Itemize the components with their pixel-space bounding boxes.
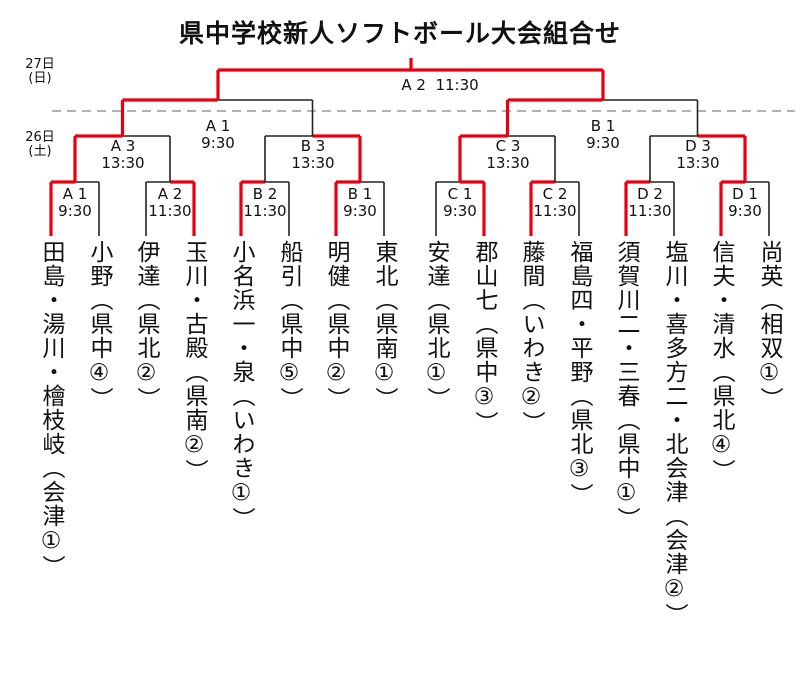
semifinal-court: B 1 [590, 117, 616, 135]
first-round-time: 9:30 [443, 202, 477, 220]
team-1: 田島・湯川・檜枝岐（会津①） [38, 240, 64, 579]
quarterfinal-label-3: C 3 13:30 [473, 138, 543, 172]
first-round-label-7: D 2 11:30 [615, 186, 685, 220]
first-round-time: 11:30 [628, 202, 672, 220]
first-round-time: 9:30 [343, 202, 377, 220]
final-time: 11:30 [435, 76, 479, 94]
team-16: 尚英（相双①） [756, 240, 782, 411]
first-round-court: A 2 [157, 185, 183, 203]
first-round-label-3: B 2 11:30 [230, 186, 300, 220]
team-8: 東北（県南①） [371, 240, 397, 411]
team-9: 安達（県北①） [423, 240, 449, 411]
team-2: 小野（県中④） [86, 240, 112, 411]
quarterfinal-court: D 3 [685, 137, 711, 155]
team-11: 藤間（いわき②） [518, 240, 544, 435]
day-label-26: 26日 (土) [18, 131, 62, 159]
first-round-time: 11:30 [243, 202, 287, 220]
team-7: 明健（県中②） [323, 240, 349, 411]
day-label-27: 27日 (日) [18, 58, 62, 86]
semifinal-time: 9:30 [586, 134, 620, 152]
first-round-court: B 2 [252, 185, 278, 203]
quarterfinal-time: 13:30 [676, 154, 720, 172]
team-5: 小名浜一・泉（いわき①） [228, 240, 254, 531]
team-3: 伊達（県北②） [133, 240, 159, 411]
quarterfinal-court: C 3 [495, 137, 521, 155]
semifinal-label-2: B 1 9:30 [568, 118, 638, 152]
team-6: 船引（県中⑤） [276, 240, 302, 411]
first-round-label-1: A 1 9:30 [40, 186, 110, 220]
quarterfinal-time: 13:30 [291, 154, 335, 172]
team-13: 須賀川二・三春（県中①） [613, 240, 639, 531]
first-round-court: B 1 [347, 185, 373, 203]
first-round-time: 9:30 [728, 202, 762, 220]
first-round-court: A 1 [62, 185, 88, 203]
team-4: 玉川・古殿（県南②） [181, 240, 207, 483]
first-round-court: C 2 [542, 185, 568, 203]
quarterfinal-label-1: A 3 13:30 [88, 138, 158, 172]
team-10: 郡山七（県中③） [471, 240, 497, 435]
first-round-time: 9:30 [58, 202, 92, 220]
semifinal-label-1: A 1 9:30 [183, 118, 253, 152]
first-round-court: C 1 [447, 185, 473, 203]
day-27-date: 27日 [25, 57, 55, 72]
final-court: A 2 [401, 76, 426, 94]
quarterfinal-court: B 3 [300, 137, 326, 155]
quarterfinal-time: 13:30 [486, 154, 530, 172]
first-round-label-4: B 1 9:30 [325, 186, 395, 220]
first-round-label-8: D 1 9:30 [710, 186, 780, 220]
first-round-label-5: C 1 9:30 [425, 186, 495, 220]
final-label: A 2 11:30 [380, 77, 500, 94]
first-round-label-6: C 2 11:30 [520, 186, 590, 220]
first-round-label-2: A 2 11:30 [135, 186, 205, 220]
team-12: 福島四・平野（県北③） [566, 240, 592, 507]
bracket-title: 県中学校新人ソフトボール大会組合せ [178, 19, 621, 48]
first-round-court: D 2 [637, 185, 663, 203]
first-round-court: D 1 [732, 185, 758, 203]
team-15: 信夫・清水（県北④） [708, 240, 734, 483]
day-26-weekday: (土) [28, 144, 52, 159]
semifinal-court: A 1 [205, 117, 231, 135]
first-round-time: 11:30 [148, 202, 192, 220]
quarterfinal-label-4: D 3 13:30 [663, 138, 733, 172]
quarterfinal-time: 13:30 [101, 154, 145, 172]
team-14: 塩川・喜多方二・北会津（会津②） [661, 240, 687, 627]
quarterfinal-label-2: B 3 13:30 [278, 138, 348, 172]
quarterfinal-court: A 3 [110, 137, 136, 155]
day-27-weekday: (日) [28, 71, 52, 86]
semifinal-time: 9:30 [201, 134, 235, 152]
first-round-time: 11:30 [533, 202, 577, 220]
day-26-date: 26日 [25, 130, 55, 145]
